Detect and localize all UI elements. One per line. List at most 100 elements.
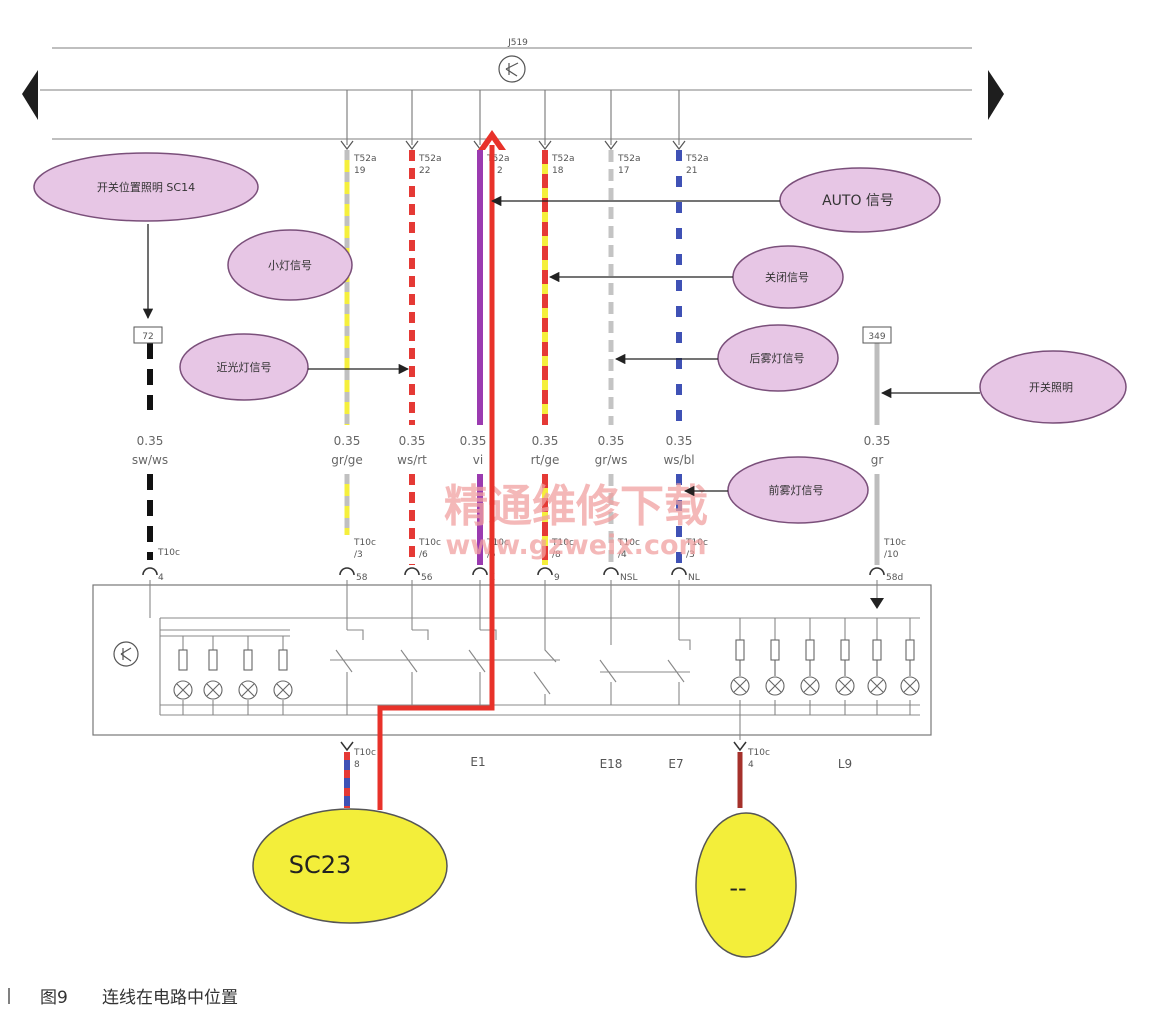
wire-color-code: gr/ws: [595, 453, 628, 467]
callout-switch-light: 开关照明: [880, 350, 1127, 424]
continue-right-arrow: [988, 70, 1004, 120]
connector-pin: 17: [618, 166, 629, 176]
wire-color-code: ws/rt: [397, 453, 427, 467]
switch-pin: 4: [158, 573, 164, 583]
connector-label: T52a: [418, 154, 441, 164]
wire-gauge: 0.35: [137, 434, 164, 448]
connector-label: T52a: [353, 154, 376, 164]
callout-off: 关闭信号: [548, 245, 844, 309]
target-sc23: SC23: [252, 808, 448, 924]
component-label-e7: E7: [668, 757, 683, 771]
module-label: J519: [507, 38, 528, 48]
wire-gauge: 0.35: [532, 434, 559, 448]
callout-label: 关闭信号: [765, 270, 809, 284]
switch-pin: NL: [688, 573, 700, 583]
switch-control-icon: [113, 641, 139, 667]
component-label-l9: L9: [838, 757, 852, 771]
connector-pin: 8: [354, 760, 360, 770]
watermark-url: www.gzweix.com: [445, 530, 706, 561]
connector-pin: 21: [686, 166, 697, 176]
wire-color-code: gr: [871, 453, 884, 467]
wire-gauge: 0.35: [334, 434, 361, 448]
wire-color-code: vi: [473, 453, 483, 467]
connector-label: T10c: [418, 538, 441, 548]
watermark-cn: 精通维修下载: [444, 481, 708, 532]
connector-label: T10c: [551, 538, 574, 548]
callout-label: 开关照明: [1029, 380, 1073, 394]
connector-label: T52a: [486, 154, 509, 164]
illumination-lamp-group-left: [173, 649, 293, 700]
connector-label: T10c: [883, 538, 906, 548]
connector-pin: /3: [686, 550, 695, 560]
callout-auto: AUTO 信号: [490, 167, 941, 233]
switch-internal-wiring: [149, 580, 920, 740]
connector-pin: /4: [618, 550, 627, 560]
connector-label: T52a: [617, 154, 640, 164]
connector-label: T10c: [486, 538, 509, 548]
wire-gauge: 0.35: [399, 434, 426, 448]
highlight-arrowhead: [478, 130, 506, 150]
connector-pin: /6: [419, 550, 428, 560]
connector-label: T10c: [685, 538, 708, 548]
callout-label: AUTO 信号: [822, 193, 894, 209]
connector-label: T10c: [747, 748, 770, 758]
switch-pin: 56: [421, 573, 433, 583]
callout-label: 开关位置照明 SC14: [97, 180, 195, 194]
wire-gauge: 0.35: [598, 434, 625, 448]
connector-label: T52a: [685, 154, 708, 164]
component-label-e18: E18: [600, 757, 623, 771]
feed-arrow: [870, 598, 884, 609]
figure-number: 图9: [40, 988, 68, 1008]
module-bus: [22, 47, 1004, 140]
connector-pin: 2: [497, 166, 503, 176]
connector-pin: 22: [419, 166, 430, 176]
connector-pin: /10: [884, 550, 899, 560]
callout-small-light: 小灯信号: [227, 229, 353, 301]
target-label: --: [729, 874, 746, 902]
continue-left-arrow: [22, 70, 38, 120]
t52a-connector-marks: [340, 140, 686, 150]
connector-label: T10c: [157, 548, 180, 558]
wire-gauge: 0.35: [864, 434, 891, 448]
switch-pin: NSL: [620, 573, 637, 583]
switch-pin: 58d: [886, 573, 903, 583]
fuse-label: 349: [868, 332, 885, 342]
callout-label: 小灯信号: [268, 259, 312, 272]
connector-pin: 4: [748, 760, 754, 770]
wire-gauge: 0.35: [666, 434, 693, 448]
switch-pin: 9: [554, 573, 560, 583]
connector-label: T52a: [551, 154, 574, 164]
t52a-drops: [346, 90, 680, 145]
component-label-e1: E1: [470, 755, 485, 769]
bottom-connector-marks: [340, 741, 747, 752]
wire-color-code: sw/ws: [132, 453, 168, 467]
callout-front-fog: 前雾灯信号: [683, 456, 869, 524]
highlight-path: [377, 130, 506, 810]
callout-label: 后雾灯信号: [750, 352, 805, 365]
wire-color-code: rt/ge: [531, 453, 560, 467]
callout-label: 前雾灯信号: [769, 483, 824, 497]
connector-label: T10c: [353, 748, 376, 758]
callout-rear-fog: 后雾灯信号: [614, 324, 839, 392]
connector-pin: /8: [552, 550, 561, 560]
switch-pin: 58: [356, 573, 368, 583]
connector-pin: /3: [354, 550, 363, 560]
figure-caption: 连线在电路中位置: [102, 988, 238, 1008]
wire-color-code: gr/ge: [331, 453, 363, 467]
callout-label: 近光灯信号: [217, 360, 272, 374]
light-switch-box: [92, 584, 932, 736]
t10c-connector-marks: [142, 567, 885, 576]
connector-label: T10c: [353, 538, 376, 548]
connector-pin: 19: [354, 166, 366, 176]
connector-pin: 18: [552, 166, 564, 176]
callout-switch-position: 开关位置照明 SC14: [33, 152, 259, 320]
illumination-lamp-group-right: [730, 639, 920, 696]
wire-color-code: ws/bl: [663, 453, 694, 467]
connector-label: T10c: [617, 538, 640, 548]
module-control-icon: [498, 55, 526, 83]
target-ground: --: [695, 812, 797, 958]
callout-low-beam: 近光灯信号: [179, 333, 410, 401]
wire-gauge: 0.35: [460, 434, 487, 448]
fuse-label: 72: [142, 332, 153, 342]
